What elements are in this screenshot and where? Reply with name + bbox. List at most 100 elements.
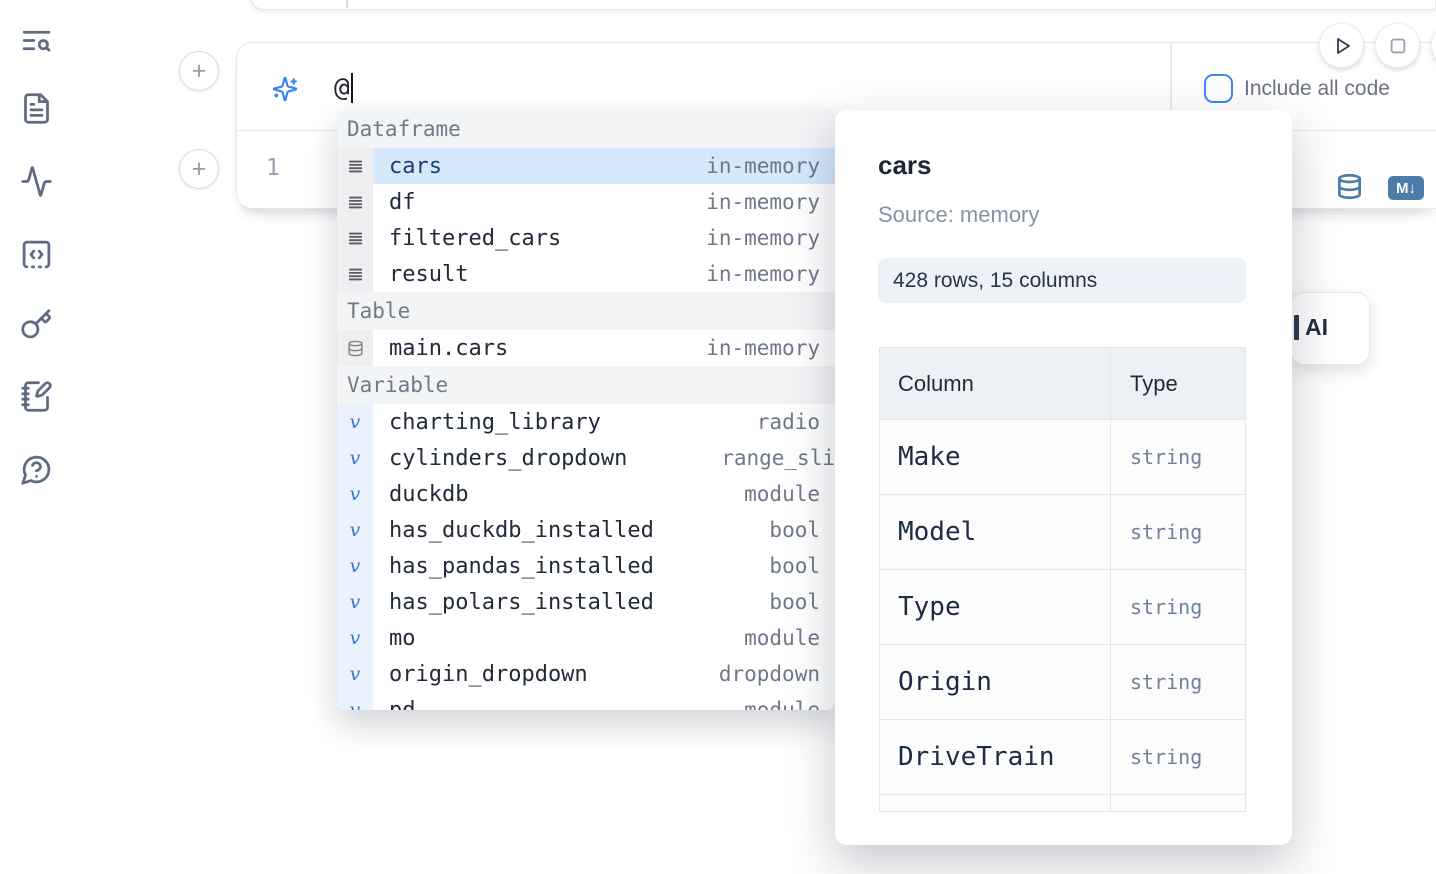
dataframe-preview-panel: cars Source: memory 428 rows, 15 columns… [835, 110, 1292, 845]
run-cell-button[interactable] [1319, 23, 1364, 68]
add-cell-above-button[interactable]: + [179, 51, 219, 91]
completion-type: in-memory [706, 262, 820, 286]
chat-question-icon [20, 453, 53, 486]
completion-name: filtered_cars [389, 225, 562, 251]
column-name-cell: Model [880, 495, 1111, 569]
sidebar-item-keys[interactable] [17, 305, 55, 343]
code-square-icon [20, 238, 53, 271]
variable-icon: v [337, 656, 373, 692]
completion-type: range_sli [721, 446, 835, 470]
dataframe-rows-icon [337, 148, 373, 184]
dataframe-rows-icon [337, 184, 373, 220]
column-type-cell: string [1130, 595, 1203, 619]
include-all-code-label[interactable]: Include all code [1244, 77, 1390, 100]
completion-name: df [389, 189, 416, 215]
previous-cell-remnant [250, 0, 1436, 10]
ai-button-label: AI [1305, 314, 1328, 340]
autocomplete-section-header: Variable [337, 366, 835, 404]
completion-name: charting_library [389, 409, 601, 435]
plus-icon: + [191, 56, 207, 85]
include-all-code-checkbox[interactable] [1204, 74, 1233, 103]
column-name-cell: Origin [880, 645, 1111, 719]
column-type-cell: string [1130, 745, 1203, 769]
completion-name: origin_dropdown [389, 661, 588, 687]
completion-name: duckdb [389, 481, 469, 507]
text-cursor [350, 73, 353, 103]
convert-to-markdown-button[interactable]: M↓ [1388, 176, 1424, 200]
line-number: 1 [266, 154, 280, 181]
key-icon [20, 308, 53, 341]
autocomplete-item-charting_library[interactable]: v charting_library radio [337, 404, 835, 440]
prompt-text: @ [334, 73, 350, 103]
completion-type: module [744, 698, 820, 710]
column-type-cell: string [1130, 670, 1203, 694]
schema-table-row: Model string [880, 495, 1245, 570]
file-text-icon [20, 92, 53, 125]
autocomplete-item-body: duckdb module [373, 476, 835, 512]
ai-prompt-input[interactable]: @ [334, 71, 353, 105]
sidebar-item-scratchpad[interactable] [17, 377, 55, 415]
dataframe-rows-icon [337, 256, 373, 292]
plus-icon: + [191, 154, 207, 183]
divider [1170, 43, 1172, 130]
completion-type: bool [769, 518, 820, 542]
type-header: Type [1130, 370, 1178, 396]
sidebar-item-help[interactable] [17, 450, 55, 488]
autocomplete-item-body: charting_library radio [373, 404, 835, 440]
cell-divider [346, 0, 348, 8]
shape-badge: 428 rows, 15 columns [878, 258, 1246, 303]
convert-to-sql-button[interactable] [1336, 172, 1364, 202]
sidebar-item-variables[interactable] [17, 162, 55, 200]
code-editor-row[interactable]: 1 [237, 132, 1436, 209]
variable-icon: v [337, 548, 373, 584]
schema-table-row: Type string [880, 570, 1245, 645]
stop-icon [1387, 35, 1409, 57]
column-name-cell: Type [880, 570, 1111, 644]
add-cell-below-button[interactable]: + [179, 149, 219, 189]
completion-type: bool [769, 590, 820, 614]
variable-icon: v [337, 512, 373, 548]
sparkles-icon [272, 76, 298, 102]
schema-table-row-clipped [880, 795, 1245, 811]
column-type-cell: string [1130, 445, 1203, 469]
column-header: Column [880, 348, 1111, 419]
sidebar-item-documentation[interactable] [17, 89, 55, 127]
sidebar-item-snippets[interactable] [17, 235, 55, 273]
variable-icon: v [337, 692, 373, 710]
dataframe-rows-icon [337, 220, 373, 256]
autocomplete-item-body: cylinders_dropdown range_sli [373, 440, 835, 476]
completion-name: mo [389, 625, 416, 651]
database-icon [337, 330, 373, 366]
sidebar-item-toc-search[interactable] [17, 21, 55, 59]
stop-button[interactable] [1375, 23, 1420, 68]
generate-with-ai-button[interactable]: AI [1290, 292, 1370, 365]
schema-table-row: Origin string [880, 645, 1245, 720]
variable-icon: v [337, 584, 373, 620]
variable-icon: v [337, 404, 373, 440]
completion-type: module [744, 482, 820, 506]
completion-name: cylinders_dropdown [389, 445, 628, 471]
column-type-cell: string [1130, 520, 1203, 544]
completion-type: in-memory [706, 336, 820, 360]
completion-type: radio [756, 410, 820, 434]
